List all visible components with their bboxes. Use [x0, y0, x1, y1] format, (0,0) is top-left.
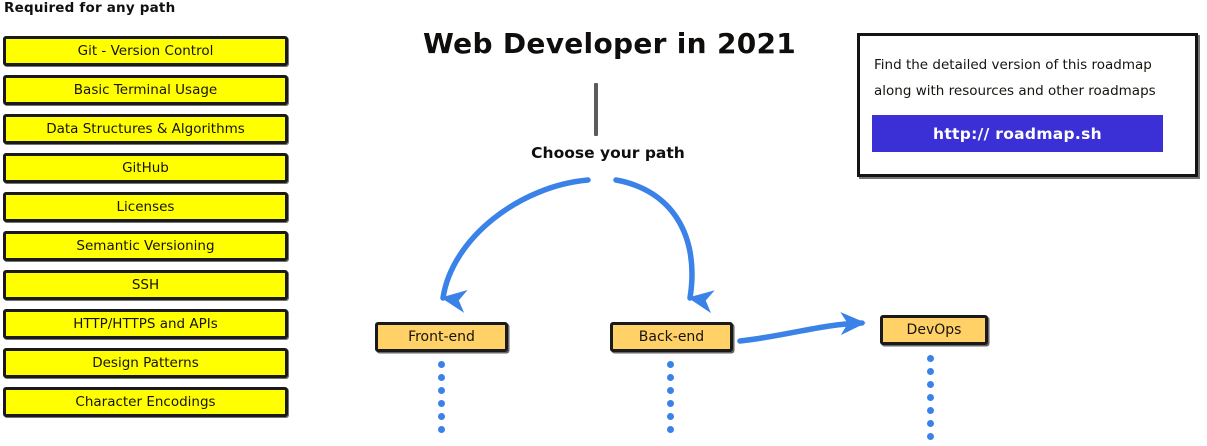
info-card-line-1: Find the detailed version of this roadma…	[874, 57, 1152, 73]
node-back-end[interactable]: Back-end	[610, 322, 733, 352]
required-item-licenses[interactable]: Licenses	[3, 192, 288, 222]
roadmap-info-card: Find the detailed version of this roadma…	[857, 33, 1198, 177]
arrow-to-frontend	[440, 177, 591, 313]
required-item-ssh[interactable]: SSH	[3, 270, 288, 300]
roadmap-sh-link-button[interactable]: http:// roadmap.sh	[872, 115, 1163, 152]
required-item-design-patterns[interactable]: Design Patterns	[3, 348, 288, 378]
page-title: Web Developer in 2021	[423, 27, 797, 60]
arrow-backend-to-devops	[737, 311, 866, 344]
node-front-end[interactable]: Front-end	[375, 322, 508, 352]
required-item-git[interactable]: Git - Version Control	[3, 36, 288, 66]
required-item-character-encodings[interactable]: Character Encodings	[3, 387, 288, 417]
node-devops[interactable]: DevOps	[880, 315, 988, 345]
required-item-semantic-versioning[interactable]: Semantic Versioning	[3, 231, 288, 261]
choose-your-path-label: Choose your path	[531, 144, 685, 162]
trunk-connector-line	[594, 83, 598, 136]
info-card-line-2: along with resources and other roadmaps	[874, 83, 1156, 99]
arrow-to-backend	[613, 177, 715, 314]
dotted-trail-front-end	[438, 361, 445, 439]
required-for-any-path-section: Required for any path Git - Version Cont…	[0, 0, 300, 436]
dotted-trail-back-end	[667, 361, 674, 439]
required-section-heading: Required for any path	[4, 0, 176, 16]
required-item-github[interactable]: GitHub	[3, 153, 288, 183]
required-item-data-structures[interactable]: Data Structures & Algorithms	[3, 114, 288, 144]
dotted-trail-devops	[927, 355, 934, 446]
required-item-basic-terminal-usage[interactable]: Basic Terminal Usage	[3, 75, 288, 105]
required-item-http-https-apis[interactable]: HTTP/HTTPS and APIs	[3, 309, 288, 339]
